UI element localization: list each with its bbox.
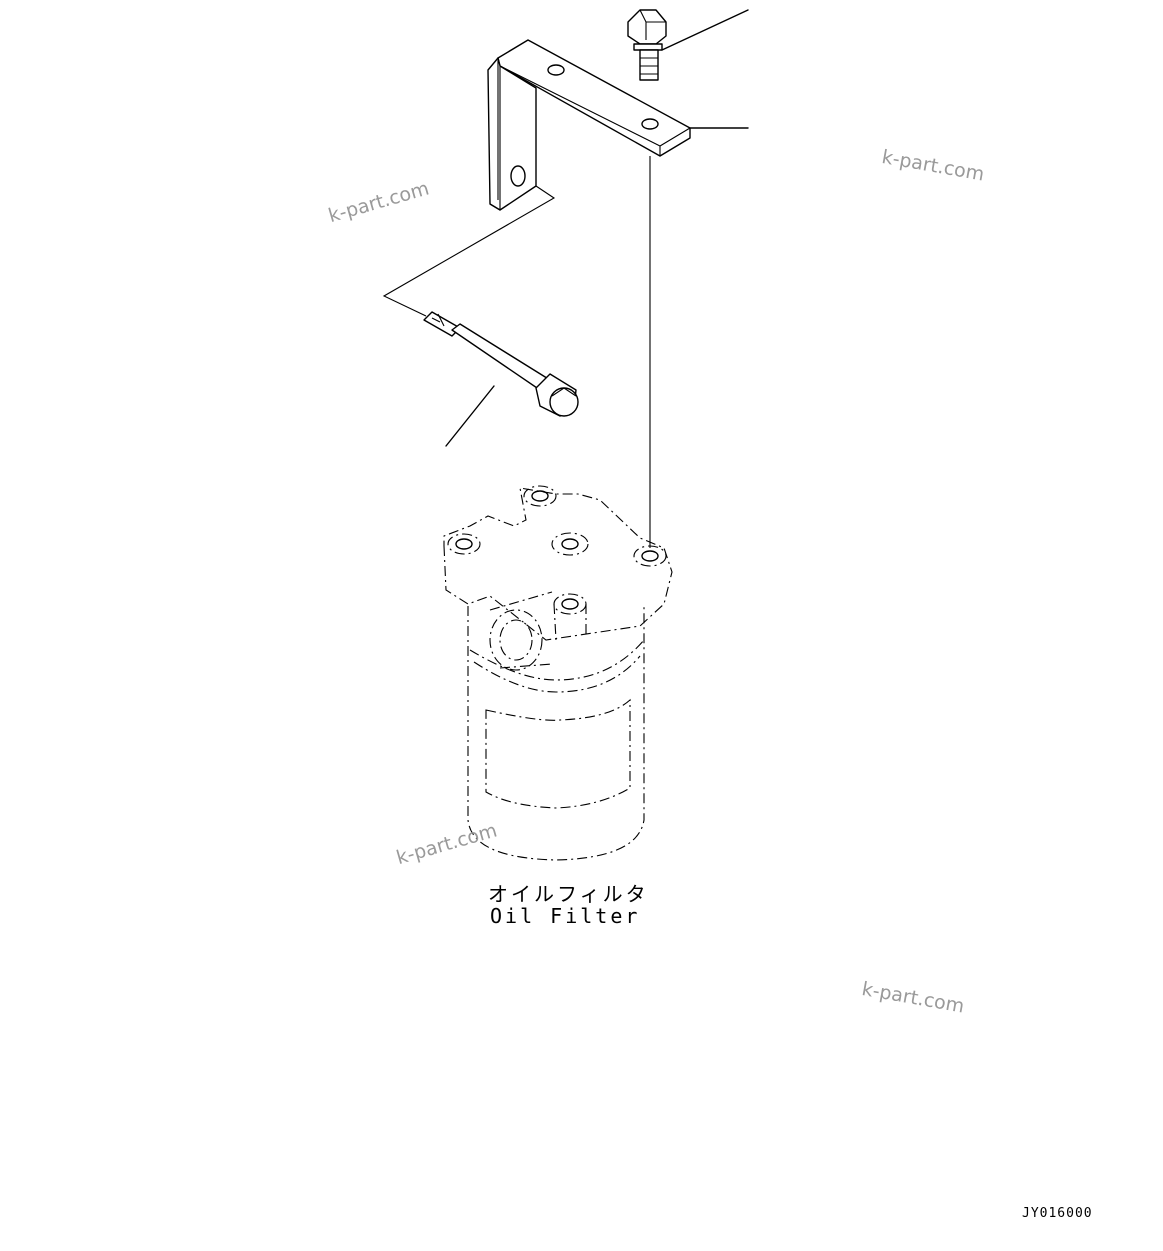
oil-filter-cartridge xyxy=(467,606,645,861)
long-bolt-leader xyxy=(445,385,495,447)
drawing-code: JY016000 xyxy=(1022,1206,1093,1221)
part-label-english: Oil Filter xyxy=(490,904,641,928)
upper-bolt-leader xyxy=(661,9,749,51)
upper-bolt xyxy=(627,9,667,81)
part-label-japanese: オイルフィルタ xyxy=(488,882,649,906)
long-bolt xyxy=(423,311,579,417)
bracket xyxy=(487,39,691,211)
oil-filter-head xyxy=(443,485,673,671)
assembly-line-diagonal xyxy=(382,185,556,317)
